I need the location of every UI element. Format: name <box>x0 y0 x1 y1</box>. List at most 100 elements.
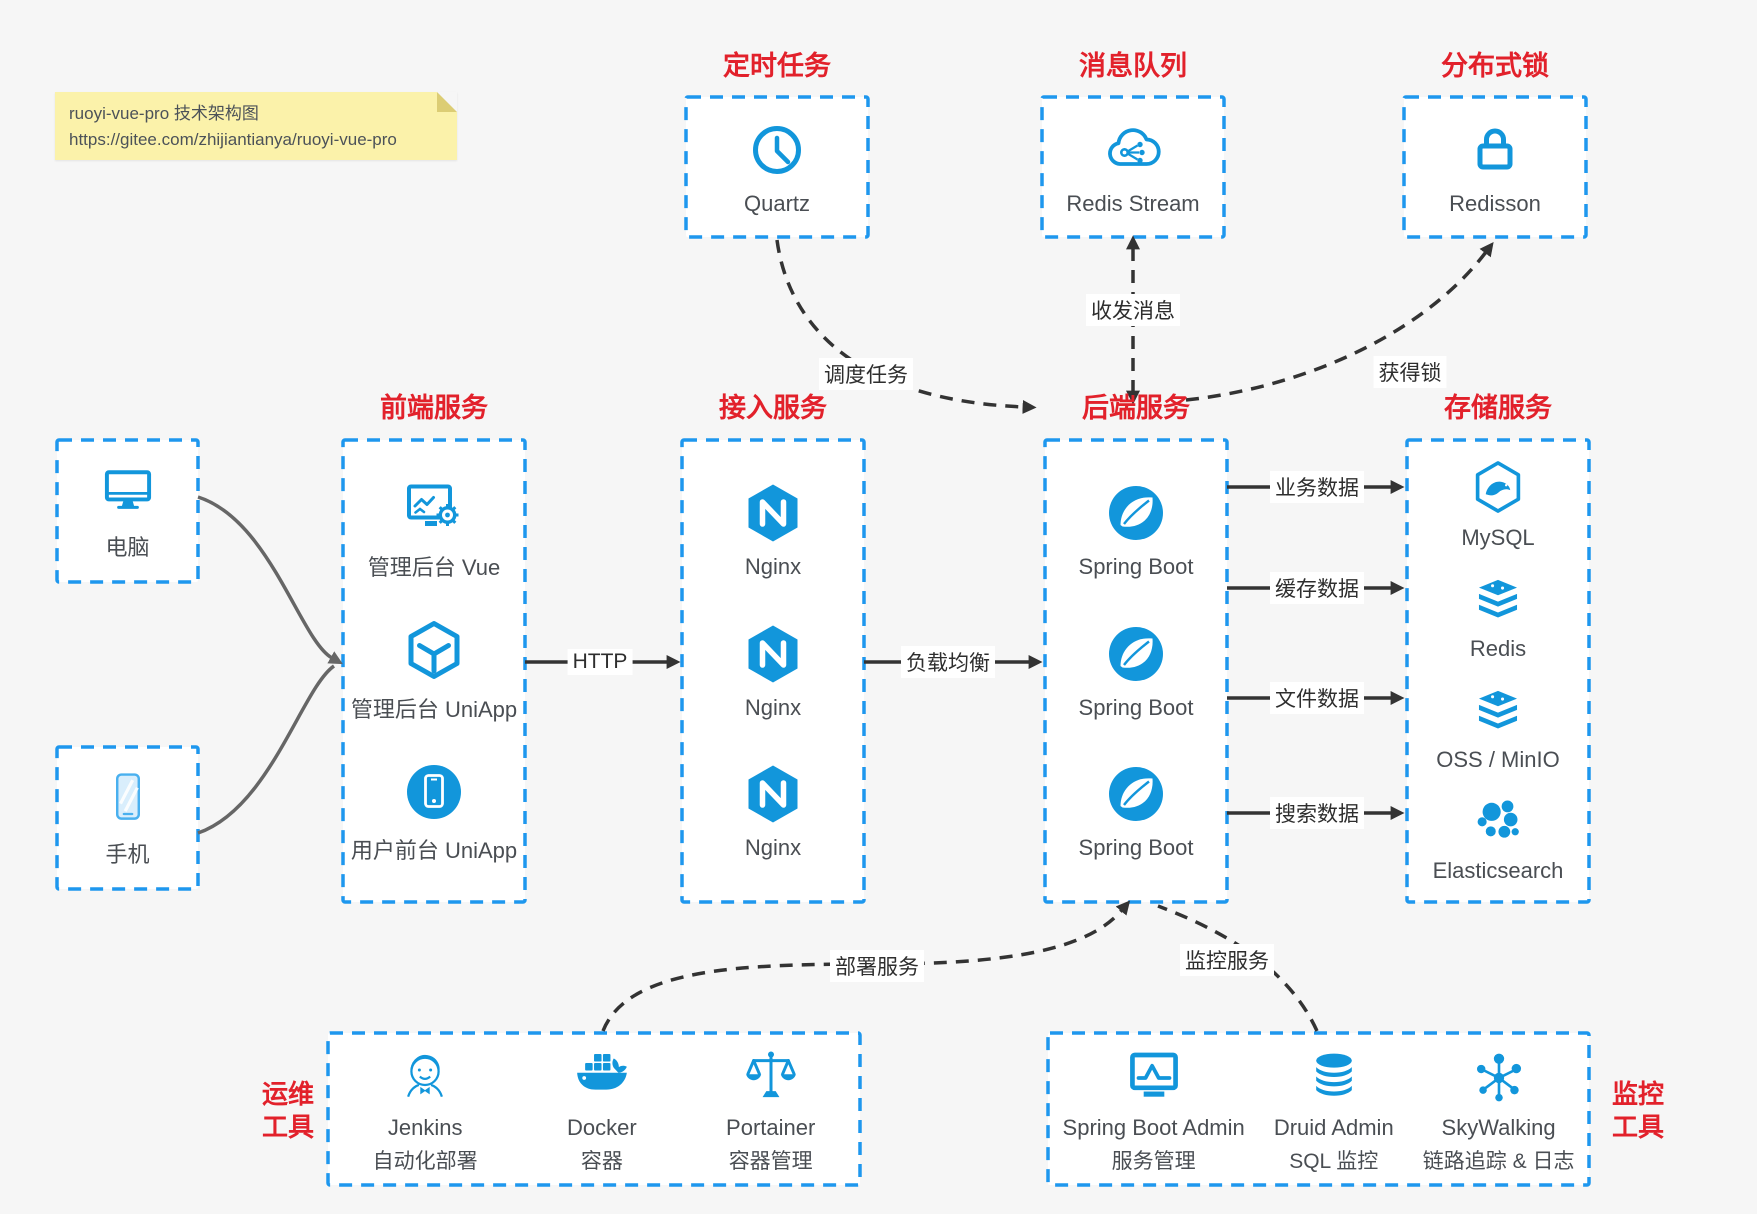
node-quartz: Quartz <box>744 118 810 217</box>
node-pc: 电脑 <box>98 461 158 562</box>
node-nginx-3: Nginx <box>741 762 805 861</box>
node-mysql: MySQL <box>1461 458 1535 551</box>
group-ops-tools: Jenkins 自动化部署 Docker 容器 Portainer 容器管理 <box>328 1033 860 1185</box>
group-phone: 手机 <box>57 747 198 889</box>
skywalking-icon <box>1469 1047 1529 1107</box>
spring-boot-icon <box>1104 622 1168 686</box>
edge-label-acquire-lock: 获得锁 <box>1373 356 1447 388</box>
group-redis-stream: Redis Stream <box>1042 97 1224 237</box>
portainer-icon <box>741 1047 801 1107</box>
node-label: Quartz <box>743 190 811 216</box>
nginx-icon <box>741 481 805 545</box>
node-redisson: Redisson <box>1449 118 1541 217</box>
node-sublabel: 服务管理 <box>1111 1150 1196 1173</box>
smartphone-icon <box>98 768 158 828</box>
title-message-queue: 消息队列 <box>1079 51 1187 81</box>
node-spring-boot-admin: Spring Boot Admin 服务管理 <box>1063 1047 1245 1175</box>
node-label: 用户前台 UniApp <box>350 838 518 864</box>
node-sublabel: SQL 监控 <box>1289 1150 1379 1173</box>
node-redis: Redis <box>1469 569 1527 662</box>
storage-box <box>1405 438 1591 904</box>
user-app-icon <box>402 760 466 824</box>
title-scheduled-tasks: 定时任务 <box>723 51 831 81</box>
title-frontend-services: 前端服务 <box>380 393 488 423</box>
node-label: Spring Boot <box>1078 694 1194 720</box>
node-spring-boot-2: Spring Boot <box>1078 622 1194 721</box>
node-label: Redisson <box>1449 190 1541 216</box>
node-label: Druid Admin <box>1273 1115 1394 1140</box>
group-backend: Spring Boot Spring Boot Spring Boot <box>1045 440 1227 902</box>
node-label: Docker <box>567 1115 637 1140</box>
node-portainer: Portainer 容器管理 <box>726 1047 815 1175</box>
node-label: Nginx <box>744 834 802 860</box>
ops-tools-box <box>326 1031 862 1187</box>
redis-stack-icon <box>1469 569 1527 627</box>
node-label: 手机 <box>105 841 150 867</box>
mysql-icon <box>1469 458 1527 516</box>
node-jenkins: Jenkins 自动化部署 <box>373 1047 478 1175</box>
node-label: Spring Boot <box>1078 834 1194 860</box>
node-docker: Docker 容器 <box>567 1047 637 1175</box>
group-storage: MySQL Redis OSS / MinIO Elasticsearch <box>1407 440 1589 902</box>
monitor-tools-box <box>1046 1031 1591 1187</box>
node-sublabel: 自动化部署 <box>372 1150 478 1173</box>
edge-pc-to-frontend <box>197 495 343 665</box>
node-spring-boot-1: Spring Boot <box>1078 481 1194 580</box>
spring-boot-icon <box>1104 762 1168 826</box>
edge-label-deploy-service: 部署服务 <box>830 950 924 982</box>
title-backend-services: 后端服务 <box>1082 393 1190 423</box>
node-label: Nginx <box>744 694 802 720</box>
node-admin-uniapp: 管理后台 UniApp <box>351 619 517 724</box>
node-label: Redis Stream <box>1066 190 1200 216</box>
group-frontend: 管理后台 Vue 管理后台 UniApp 用户前台 UniApp <box>343 440 525 902</box>
cube-icon <box>402 619 466 683</box>
title-storage-services: 存储服务 <box>1444 393 1552 423</box>
node-sublabel: 容器 <box>580 1150 623 1173</box>
title-access-services: 接入服务 <box>719 393 827 423</box>
node-oss-minio: OSS / MinIO <box>1436 680 1560 773</box>
node-label: Redis <box>1469 636 1527 661</box>
node-druid-admin: Druid Admin SQL 监控 <box>1274 1047 1394 1175</box>
node-nginx-2: Nginx <box>741 622 805 721</box>
title-distributed-lock: 分布式锁 <box>1441 51 1549 81</box>
node-label: 电脑 <box>105 534 150 560</box>
druid-icon <box>1304 1047 1364 1107</box>
cloud-share-icon <box>1101 118 1165 182</box>
node-label: Elasticsearch <box>1432 858 1564 883</box>
node-redis-stream: Redis Stream <box>1066 118 1200 217</box>
edge-label-monitor-service: 监控服务 <box>1180 944 1274 976</box>
elasticsearch-icon <box>1469 791 1527 849</box>
docker-icon <box>572 1047 632 1107</box>
node-spring-boot-3: Spring Boot <box>1078 762 1194 861</box>
edge-label-file-data: 文件数据 <box>1270 682 1364 714</box>
group-access: Nginx Nginx Nginx <box>682 440 864 902</box>
spring-boot-admin-icon <box>1124 1047 1184 1107</box>
edge-label-business-data: 业务数据 <box>1270 471 1364 503</box>
node-user-uniapp: 用户前台 UniApp <box>351 760 517 865</box>
nginx-icon <box>741 762 805 826</box>
node-label: MySQL <box>1461 525 1535 550</box>
node-sublabel: 容器管理 <box>728 1150 813 1173</box>
oss-stack-icon <box>1469 680 1527 738</box>
group-quartz: Quartz <box>686 97 868 237</box>
jenkins-icon <box>395 1047 455 1107</box>
node-nginx-1: Nginx <box>741 481 805 580</box>
nginx-icon <box>741 622 805 686</box>
group-redisson: Redisson <box>1404 97 1586 237</box>
edge-schedule-task <box>775 239 1037 414</box>
note-title: ruoyi-vue-pro 技术架构图 <box>69 104 259 123</box>
edge-label-http: HTTP <box>567 649 633 675</box>
group-monitor-tools: Spring Boot Admin 服务管理 Druid Admin SQL 监… <box>1048 1033 1589 1185</box>
clock-icon <box>745 118 809 182</box>
pc-box <box>55 438 200 584</box>
node-label: Spring Boot <box>1078 554 1194 580</box>
node-sublabel: 链路追踪 & 日志 <box>1422 1150 1575 1173</box>
node-label: Spring Boot Admin <box>1062 1115 1245 1140</box>
node-label: 管理后台 Vue <box>367 554 501 580</box>
node-label: 管理后台 UniApp <box>350 696 518 722</box>
edge-phone-to-frontend <box>197 664 336 835</box>
edge-label-cache-data: 缓存数据 <box>1270 572 1364 604</box>
node-skywalking: SkyWalking 链路追踪 & 日志 <box>1422 1047 1575 1175</box>
sticky-note: ruoyi-vue-pro 技术架构图 https://gitee.com/zh… <box>55 92 457 160</box>
